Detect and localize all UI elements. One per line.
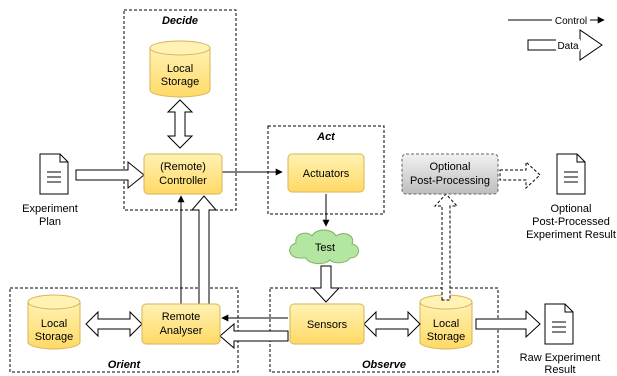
postproc-line2: Post-Processing	[410, 175, 490, 187]
postproc-line1: Optional	[430, 161, 471, 173]
orient-group: Orient	[9, 287, 239, 373]
act-title: Act	[316, 131, 336, 143]
test-cloud: Test	[289, 229, 359, 265]
data-arrow-postproc-result	[499, 160, 541, 190]
data-arrow-test-sensors	[311, 265, 341, 303]
actuators-node: Actuators	[287, 153, 365, 193]
data-arrow-raw	[475, 309, 541, 339]
observe-group: Observe	[269, 287, 499, 373]
decide-storage-line2: Storage	[161, 76, 200, 88]
analyser-line1: Remote	[162, 311, 201, 323]
dashed-data-arrows	[433, 160, 541, 301]
decide-group: Decide	[123, 9, 237, 211]
observe-storage: Local Storage	[419, 294, 473, 350]
orient-title: Orient	[108, 359, 142, 371]
analyser-node: Remote Analyser	[141, 303, 221, 345]
sensors-node: Sensors	[289, 303, 365, 345]
sensors-label: Sensors	[307, 319, 348, 331]
data-arrow-storage-controller	[166, 99, 194, 149]
control-arrows	[177, 16, 605, 322]
orient-storage: Local Storage	[27, 294, 81, 350]
decide-storage-line1: Local	[167, 63, 193, 75]
analyser-line2: Analyser	[160, 325, 203, 337]
postprocessed-line3: Experiment Result	[526, 229, 616, 241]
controller-line1: (Remote)	[160, 161, 206, 173]
data-arrow-orient-storage	[85, 310, 143, 338]
data-arrow-plan-controller	[75, 160, 145, 190]
legend-control-label: Control	[555, 16, 587, 27]
decide-storage: Local Storage	[149, 40, 211, 98]
orient-storage-line2: Storage	[35, 331, 74, 343]
postprocessed-document: Optional Post-Processed Experiment Resul…	[526, 153, 616, 241]
postprocessed-line2: Post-Processed	[532, 216, 610, 228]
raw-document: Raw Experiment Result	[520, 303, 601, 376]
plan-line2: Plan	[39, 216, 61, 228]
observe-storage-line2: Storage	[427, 331, 466, 343]
orient-storage-line1: Local	[41, 318, 67, 330]
observe-storage-line1: Local	[433, 318, 459, 330]
controller-line2: Controller	[159, 175, 207, 187]
plan-document: Experiment Plan	[22, 153, 78, 228]
controller-node: (Remote) Controller	[143, 153, 223, 195]
legend-data-label: Data	[557, 41, 579, 52]
data-arrow-sensors-storage	[363, 310, 421, 338]
postproc-node: Optional Post-Processing	[401, 153, 499, 195]
observe-title: Observe	[362, 359, 406, 371]
data-arrow-storage-postproc	[433, 193, 459, 301]
raw-line2: Result	[544, 364, 575, 376]
data-arrow-analyser-controller	[190, 195, 218, 307]
test-label: Test	[315, 242, 335, 254]
decide-title: Decide	[162, 15, 198, 27]
actuators-label: Actuators	[303, 168, 350, 180]
plan-line1: Experiment	[22, 203, 78, 215]
postprocessed-line1: Optional	[551, 203, 592, 215]
data-arrow-sensors-analyser	[219, 322, 289, 350]
raw-line1: Raw Experiment	[520, 352, 601, 364]
